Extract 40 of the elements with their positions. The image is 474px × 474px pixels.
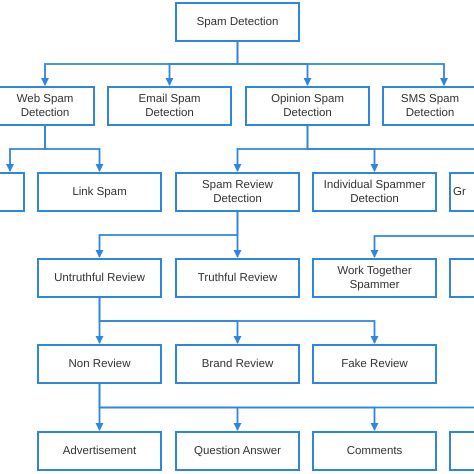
box-label: Web Spam Detection — [16, 92, 74, 120]
arrow — [236, 42, 448, 86]
box-label: Fake Review — [340, 357, 409, 371]
process-box — [175, 431, 300, 471]
arrow — [98, 298, 378, 344]
process-box — [312, 258, 437, 298]
arrow — [44, 126, 104, 172]
process-box — [175, 172, 300, 212]
box-label: Comments — [346, 444, 404, 458]
arrow — [370, 235, 474, 258]
process-box — [312, 431, 437, 471]
process-box — [245, 86, 370, 126]
process-box — [312, 344, 437, 384]
process-box — [175, 258, 300, 298]
box-label: Link Spam — [71, 185, 128, 199]
box-label: Spam Review Detection — [201, 178, 274, 206]
process-box — [37, 344, 162, 384]
process-box — [175, 344, 300, 384]
box-label: Gr — [452, 185, 467, 199]
box-label: Truthful Review — [196, 271, 278, 285]
box-label: Opinion Spam Detection — [270, 92, 345, 120]
box-label: Non Review — [68, 357, 132, 371]
box-label: Spam Detection — [196, 15, 280, 29]
box-label: Advertisement — [62, 444, 138, 458]
process-box — [37, 258, 162, 298]
process-box — [382, 86, 474, 126]
box-label: Untruthful Review — [53, 271, 146, 285]
process-box — [0, 86, 95, 126]
box-label: Brand Review — [200, 357, 274, 371]
box-label: Work Together Spammer — [336, 264, 413, 292]
process-box — [312, 172, 437, 212]
process-box — [175, 2, 300, 42]
box-label: Individual Spammer Detection — [322, 178, 426, 206]
box-label: SMS Spam Detection — [400, 92, 460, 120]
arrow — [234, 212, 242, 258]
process-box — [37, 431, 162, 471]
box-label: Question Answer — [193, 444, 282, 458]
process-box — [107, 86, 232, 126]
box-label: Email Spam Detection — [138, 92, 202, 120]
process-box — [37, 172, 162, 212]
